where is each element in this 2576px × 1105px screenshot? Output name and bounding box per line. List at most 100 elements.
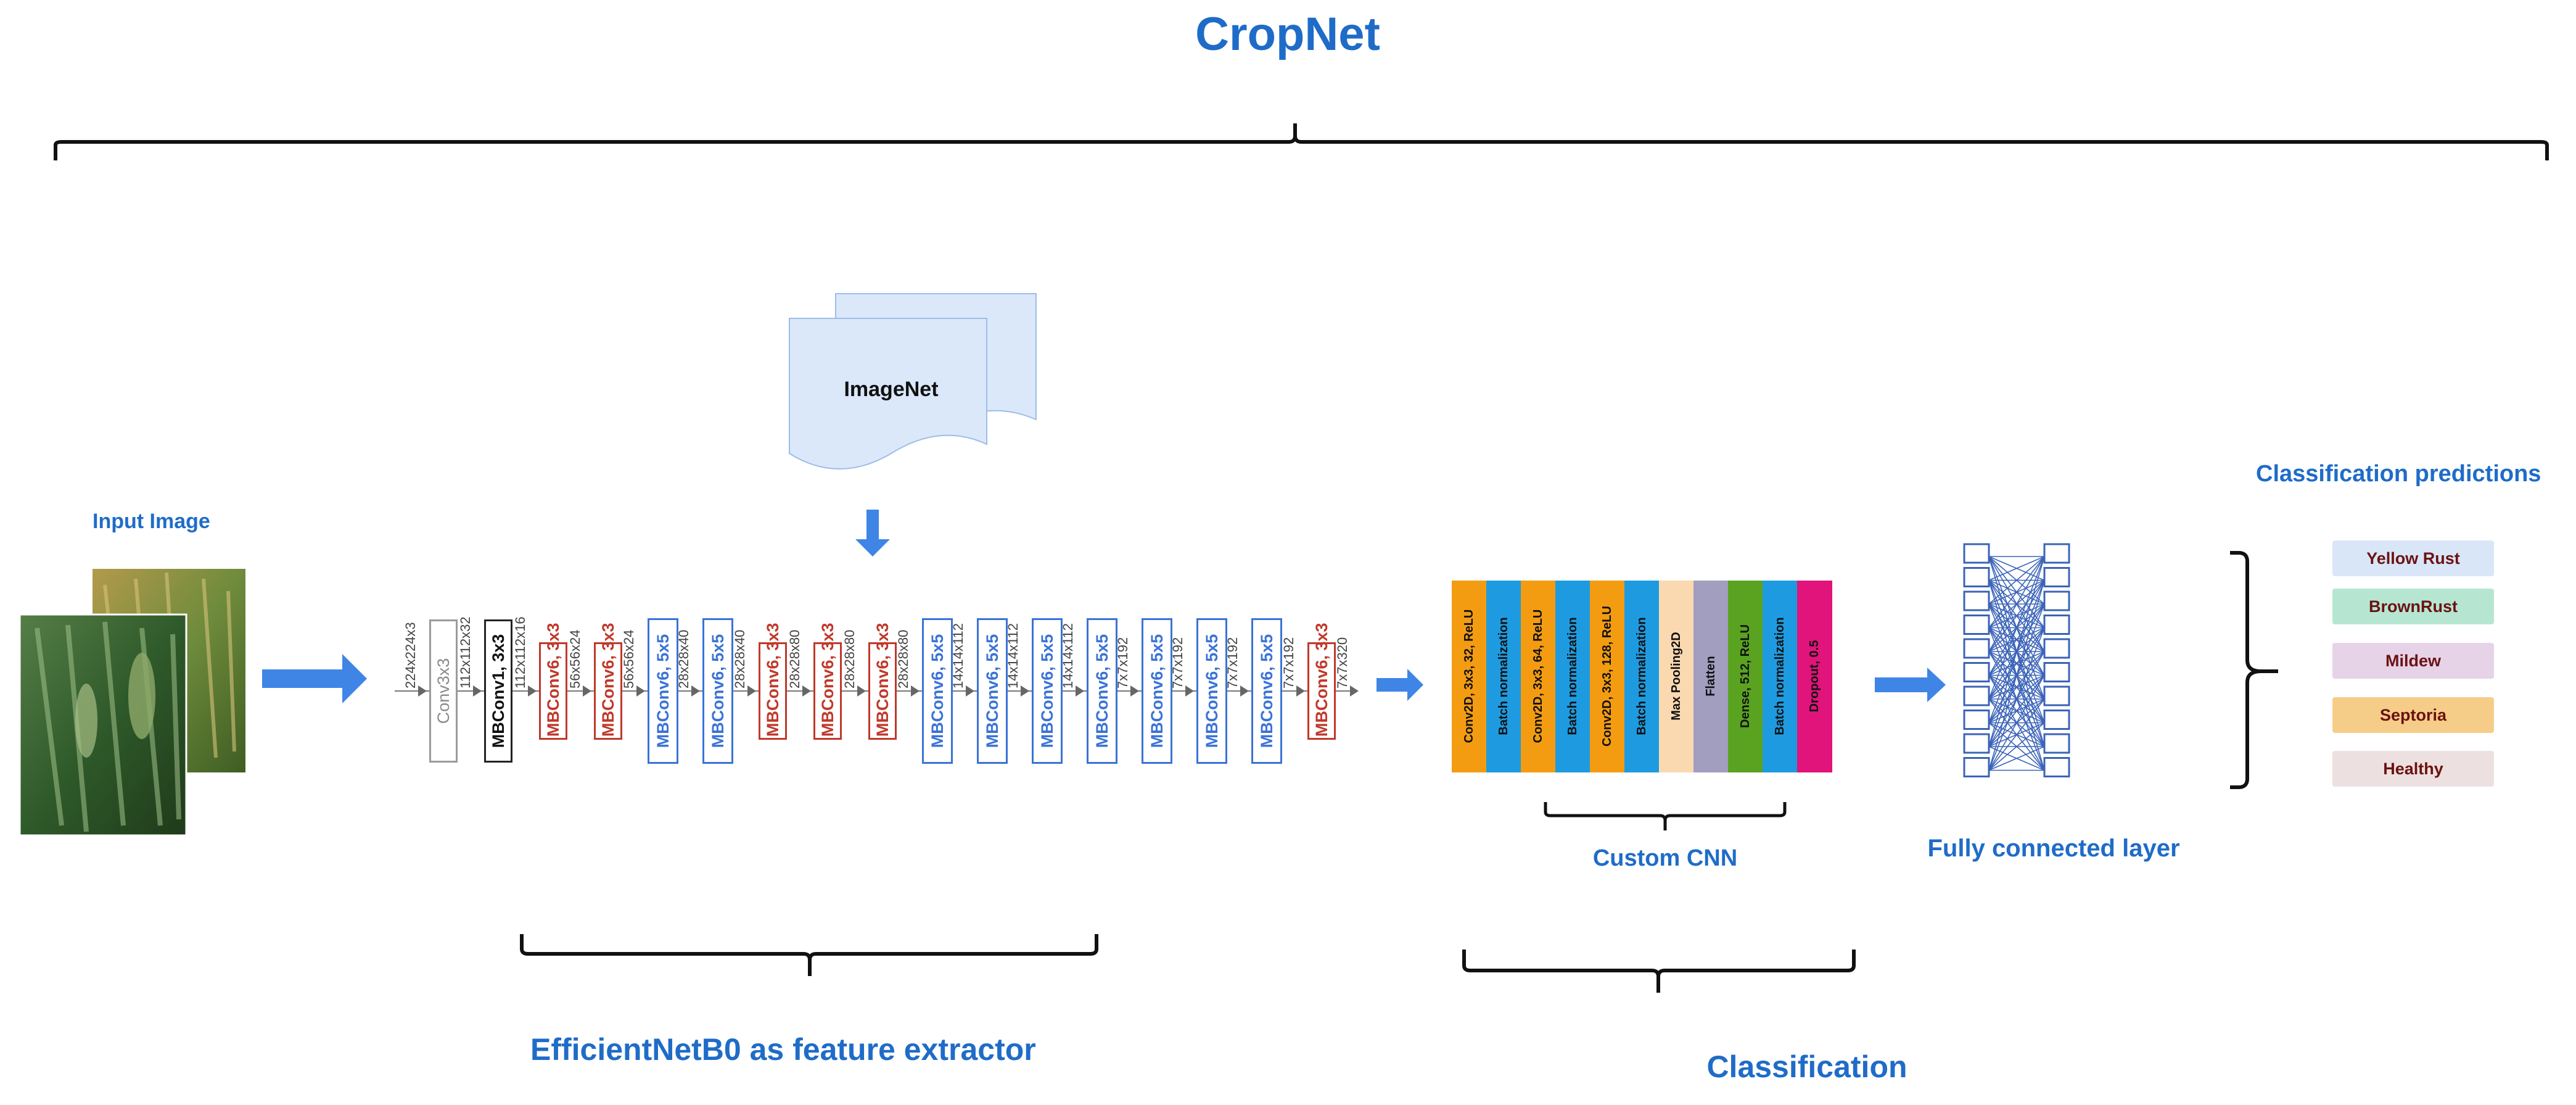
fc-connection <box>1988 746 2045 771</box>
efficientnet-layer-block <box>1307 642 1336 740</box>
fc-output-neuron <box>2043 662 2070 682</box>
fc-connection <box>1988 675 2045 771</box>
fc-input-neuron <box>1963 757 1990 777</box>
fc-connection <box>1988 556 2045 747</box>
fc-connection <box>1988 627 2045 771</box>
custom-cnn-layer-label: Conv2D, 3x3, 32, ReLU <box>1462 609 1476 743</box>
efficientnet-flow-arrowhead <box>1021 685 1029 697</box>
custom-cnn-layer-label: Batch normalization <box>1773 617 1787 735</box>
efficientnet-layer-block <box>977 618 1008 764</box>
fc-input-neuron <box>1963 567 1990 587</box>
fc-connection <box>1988 698 2045 771</box>
efficientnet-flow-arrowhead <box>583 685 591 697</box>
diagram-title: CropNet <box>1195 8 1380 60</box>
efficientnet-flow-arrowhead <box>857 685 866 697</box>
efficientnet-flow-arrowhead <box>966 685 974 697</box>
custom-cnn-layer-block <box>1797 581 1832 772</box>
efficientnet-layer-block <box>759 642 787 740</box>
efficientnet-layer-block <box>484 619 512 763</box>
fc-output-neuron <box>2043 638 2070 659</box>
efficientnet-layer-block <box>702 618 733 764</box>
efficientnet-layer-block <box>868 642 897 740</box>
efficientnet-layer-block <box>922 618 953 764</box>
fc-output-neuron <box>2043 733 2070 754</box>
predictions-label: Classification predictions <box>2256 461 2541 487</box>
custom-cnn-layer-block <box>1521 581 1556 772</box>
prediction-class-badge: Yellow Rust <box>2332 540 2494 576</box>
custom-cnn-brace <box>1544 802 1787 830</box>
fc-input-neuron <box>1963 615 1990 635</box>
custom-cnn-layer-block <box>1728 581 1763 772</box>
custom-cnn-layer-label: Max Pooling2D <box>1669 632 1683 721</box>
efficientnet-flow-arrowhead <box>1130 685 1139 697</box>
classification-brace <box>1462 950 1856 993</box>
predictions-brace <box>2230 551 2278 789</box>
efficientnet-layer-block <box>1251 618 1282 764</box>
imagenet-document <box>789 293 1037 470</box>
prediction-class-badge: Septoria <box>2332 697 2494 733</box>
efficientnet-layer-block <box>594 642 622 740</box>
input-image-stack <box>19 569 245 837</box>
fc-input-neuron <box>1963 733 1990 754</box>
fc-connection <box>1988 556 2045 581</box>
fc-connection <box>1988 556 2045 628</box>
custom-cnn-layer-block <box>1659 581 1694 772</box>
efficientnet-label: EfficientNetB0 as feature extractor <box>530 1032 1036 1067</box>
efficientnet-flow-arrowhead <box>1185 685 1194 697</box>
custom-cnn-layer-block <box>1763 581 1798 772</box>
fc-connection <box>1988 556 2045 605</box>
fc-output-neuron <box>2043 685 2070 706</box>
input-image-label: Input Image <box>93 510 210 533</box>
efficientnet-layer-block <box>1142 618 1172 764</box>
input-image-front <box>19 613 187 837</box>
fc-input-neuron <box>1963 685 1990 706</box>
efficientnet-flow-arrowhead <box>1240 685 1249 697</box>
fc-output-neuron <box>2043 590 2070 611</box>
custom-cnn-layer-label: Conv2D, 3x3, 128, ReLU <box>1600 606 1614 747</box>
efficientnet-flow-arrowhead <box>1296 685 1305 697</box>
efficientnet-flow-arrowhead <box>747 685 756 697</box>
efficientnet-flow-arrowhead <box>802 685 811 697</box>
fc-output-neuron <box>2043 543 2070 564</box>
fully-connected-label: Fully connected layer <box>1927 835 2180 862</box>
fc-output-neuron <box>2043 710 2070 730</box>
prediction-class-badge: Mildew <box>2332 643 2494 679</box>
efficientnet-layer-block <box>1087 618 1117 764</box>
fc-connection <box>1988 556 2045 700</box>
efficientnet-layer-block <box>1196 618 1227 764</box>
fc-output-neuron <box>2043 757 2070 777</box>
custom-cnn-layer-block <box>1486 581 1521 772</box>
fully-connected-network <box>1963 543 2070 777</box>
efficientnet-layer-block <box>539 642 567 740</box>
fc-connection <box>1988 580 2045 771</box>
fc-connection <box>1988 651 2045 723</box>
efficientnet-layer-block <box>429 619 458 763</box>
efficientnet-flow-arrowhead <box>1076 685 1084 697</box>
fc-connection <box>1988 556 2045 652</box>
fc-input-neuron <box>1963 662 1990 682</box>
custom-cnn-layer-label: Batch normalization <box>1635 617 1648 735</box>
custom-cnn-label: Custom CNN <box>1592 845 1738 871</box>
imagenet-label: ImageNet <box>844 378 939 401</box>
fc-input-arrow <box>1875 668 1946 702</box>
efficientnet-flow-arrowhead <box>528 685 537 697</box>
custom-cnn-layer-label: Batch normalization <box>1566 617 1579 735</box>
classification-label: Classification <box>1706 1049 1907 1084</box>
custom-cnn-layer-block <box>1590 581 1625 772</box>
fc-input-neuron <box>1963 710 1990 730</box>
fc-connection <box>1988 675 2045 747</box>
efficientnet-layer-block <box>813 642 842 740</box>
custom-cnn-layer-label: Conv2D, 3x3, 64, ReLU <box>1531 609 1545 743</box>
efficientnet-flow-arrowhead <box>473 685 482 697</box>
custom-cnn-layer-label: Flatten <box>1704 656 1718 697</box>
prediction-class-badge: BrownRust <box>2332 589 2494 624</box>
fc-connection <box>1988 722 2045 771</box>
fc-connection <box>1988 603 2045 676</box>
cnn-input-arrow <box>1376 669 1423 701</box>
efficientnet-layer-block <box>1032 618 1063 764</box>
fc-connection <box>1988 580 2045 652</box>
custom-cnn-layer-block <box>1693 581 1729 772</box>
